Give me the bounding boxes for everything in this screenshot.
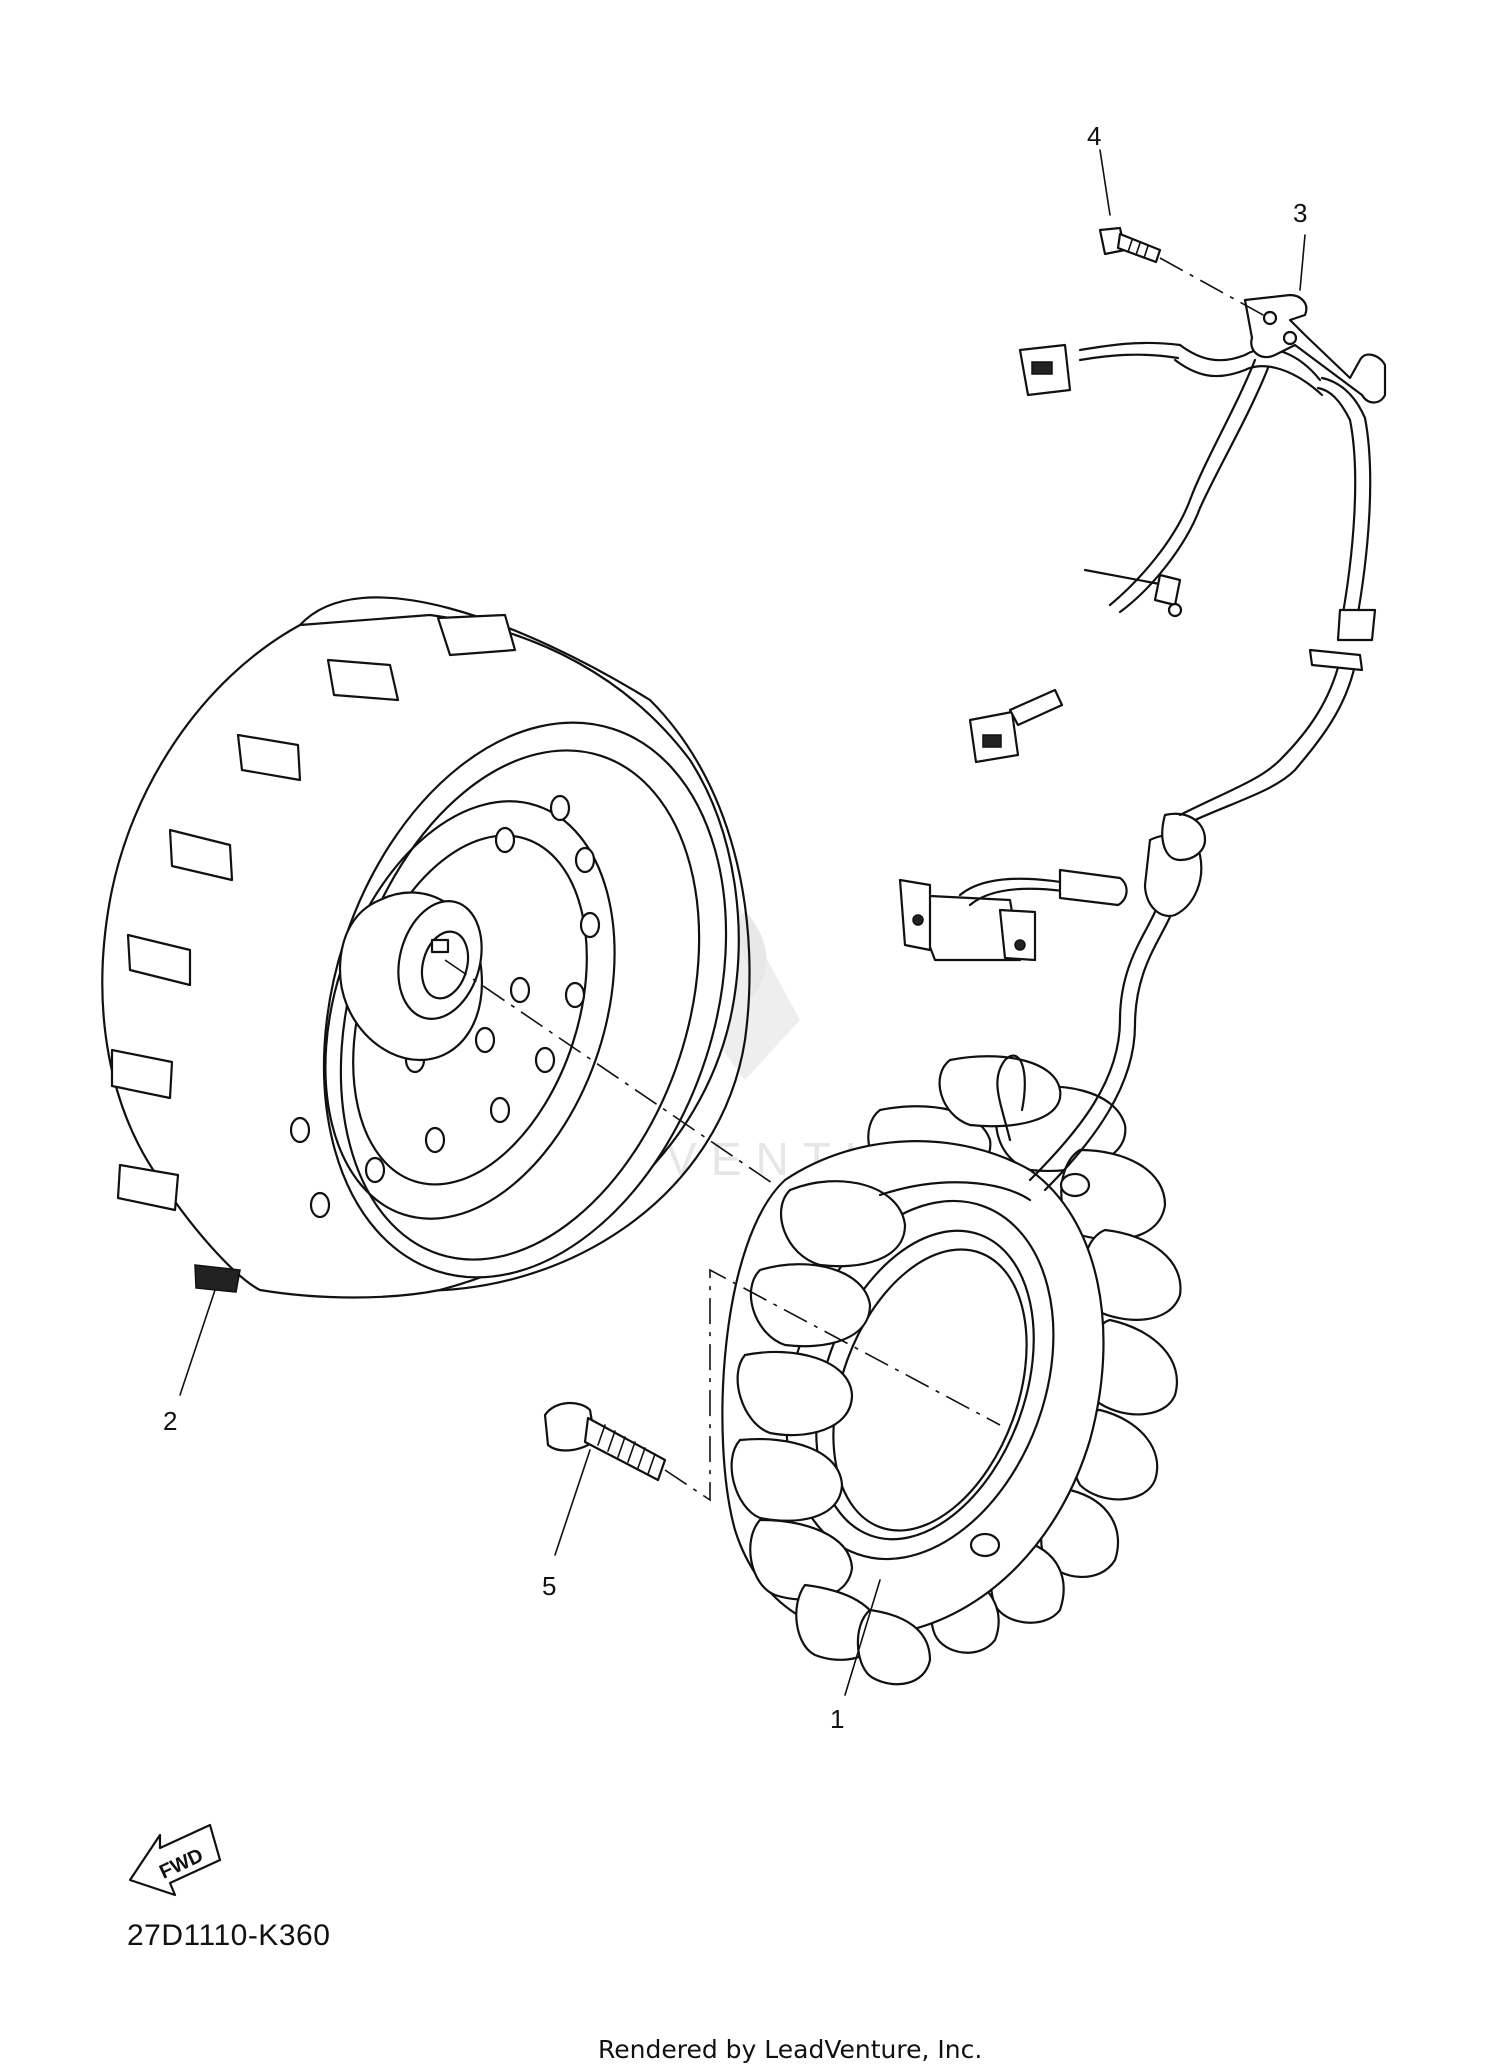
render-credit: Rendered by LeadVenture, Inc. — [598, 2035, 982, 2064]
callout-leader-1 — [844, 1579, 881, 1696]
stator-wire-harness[interactable] — [898, 341, 1377, 1192]
bolt-part-5[interactable] — [543, 1402, 667, 1482]
callout-3[interactable]: 3 — [1293, 198, 1307, 228]
callout-leader-5 — [554, 1449, 591, 1556]
callout-4[interactable]: 4 — [1087, 121, 1101, 151]
callout-leader-2 — [179, 1289, 216, 1396]
callout-2[interactable]: 2 — [163, 1406, 177, 1436]
rotor-boss — [338, 891, 483, 1062]
fwd-arrow-icon: FWD — [128, 1823, 222, 1897]
rotor-axis — [444, 959, 776, 1186]
bolt-5-axis — [664, 1268, 1001, 1502]
connector-a — [1018, 343, 1072, 397]
bolt-4-axis — [1159, 257, 1266, 317]
callout-5[interactable]: 5 — [542, 1571, 556, 1601]
stator-assembly[interactable] — [721, 1054, 1182, 1686]
rotor-flywheel[interactable] — [101, 596, 793, 1329]
diagram-code: 27D1110-K360 — [127, 1919, 330, 1952]
callout-leader-3 — [1299, 234, 1306, 291]
bolt-part-4[interactable] — [1098, 226, 1162, 264]
callout-leader-4 — [1099, 149, 1111, 216]
callout-1[interactable]: 1 — [830, 1704, 844, 1734]
connector-b — [968, 688, 1064, 764]
wire-clamp-bracket[interactable] — [1243, 293, 1387, 404]
rotor-magnet-tabs — [110, 613, 517, 1293]
rotor-holes — [289, 794, 601, 1219]
